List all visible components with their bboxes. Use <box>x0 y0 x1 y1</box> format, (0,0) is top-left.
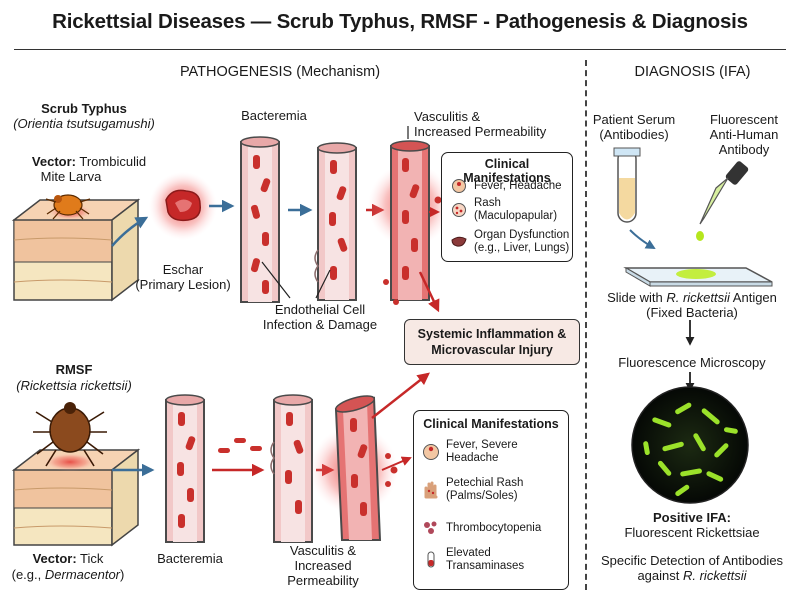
rmsf-manifest-fever-sub: Headache <box>446 452 499 464</box>
scrub-manifest-organ-sub: (e.g., Liver, Lungs) <box>474 242 570 254</box>
serum-label-line2: (Antibodies) <box>599 127 669 142</box>
rmsf-vessel-bacteremia <box>165 394 205 543</box>
slide-label-suffix: Antigen <box>729 290 777 305</box>
eschar-sublabel: (Primary Lesion) <box>135 277 231 292</box>
slide-label: Slide with R. rickettsii Antigen <box>592 290 792 305</box>
microscopy-label: Fluorescence Microscopy <box>618 355 766 370</box>
slide-label-organism: R. rickettsii <box>666 290 730 305</box>
specific-detection-line2: against R. rickettsii <box>590 568 794 583</box>
scrub-vector-label: Vector: <box>31 154 76 169</box>
platelets-icon <box>422 519 440 537</box>
rmsf-vector: Vector: Tick <box>6 551 130 566</box>
eschar-label: Eschar <box>162 262 204 277</box>
serum-label-line1: Patient Serum <box>592 112 676 127</box>
head-icon <box>450 177 468 195</box>
rmsf-vector-value: Tick <box>80 551 104 566</box>
dropper-icon <box>696 161 749 241</box>
scrub-manifest-fever-text: Fever, Headache <box>474 179 562 192</box>
slide-label-prefix: Slide with <box>607 290 667 305</box>
endothelial-label-line1: Endothelial Cell <box>274 302 366 317</box>
rmsf-manifest-transaminases-text: Elevated <box>446 547 491 559</box>
scrub-vasculitis-line1: Vasculitis & <box>414 109 481 124</box>
scrub-vasculitis-line2: Increased Permeability <box>414 124 547 139</box>
scrub-manifest-rash-sub: (Maculopapular) <box>474 210 558 222</box>
scrub-manifestations-heading: Clinical Manifestations <box>463 157 551 185</box>
scrub-vector-line1: Trombiculid <box>79 154 147 169</box>
rmsf-bacteremia-label: Bacteremia <box>157 551 223 566</box>
scrub-manifest-organ-text: Organ Dysfunction <box>474 229 570 241</box>
positive-ifa-value: Fluorescent Rickettsiae <box>624 525 760 540</box>
fluorescence-field-icon <box>631 386 749 504</box>
scrub-vessel-endothelial <box>314 142 357 301</box>
rmsf-manifest-fever-text: Fever, Severe <box>446 439 518 451</box>
rash-icon <box>450 201 468 219</box>
rmsf-vector-label: Vector: <box>32 551 77 566</box>
rmsf-manifest-thrombo: Thrombocytopenia <box>422 519 541 537</box>
mite-icon <box>45 194 91 220</box>
fluor-label-line3: Antibody <box>718 142 770 157</box>
diagnosis-heading: DIAGNOSIS (IFA) <box>634 64 751 80</box>
specific-detection-organism: R. rickettsii <box>682 568 747 583</box>
rmsf-manifestations-heading: Clinical Manifestations <box>423 417 559 431</box>
scrub-manifestations-box: Clinical Manifestations Fever, Headache … <box>441 152 573 262</box>
rmsf-vasculitis-line2: Increased <box>294 558 352 573</box>
scrub-vector: Vector: Trombiculid <box>14 154 164 169</box>
scrub-manifest-rash-text: Rash <box>474 197 501 209</box>
scrub-typhus-name: Scrub Typhus <box>41 101 127 116</box>
scrub-manifest-fever: Fever, Headache <box>450 177 562 195</box>
rmsf-name: RMSF <box>55 362 93 377</box>
rmsf-vasculitis-line1: Vasculitis & <box>289 543 357 558</box>
scrub-typhus-organism: (Orientia tsutsugamushi) <box>13 116 155 131</box>
rmsf-vector-example-genus: Dermacentor <box>44 567 121 582</box>
rmsf-manifest-rash-sub: (Palms/Soles) <box>446 490 518 502</box>
systemic-line2: Microvascular Injury <box>431 343 553 357</box>
rmsf-manifest-rash: Petechial Rash(Palms/Soles) <box>422 477 523 503</box>
scrub-manifest-rash: Rash(Maculopapular) <box>450 197 557 223</box>
test-tube-icon <box>422 551 440 569</box>
liver-icon <box>450 233 468 251</box>
rmsf-vessel-endothelial <box>270 394 313 543</box>
slide-label-line2: (Fixed Bacteria) <box>646 305 738 320</box>
rmsf-manifest-thrombo-text: Thrombocytopenia <box>446 521 542 534</box>
rmsf-vector-example-suffix: ) <box>120 567 125 582</box>
fluor-label-line2: Anti-Human <box>709 127 779 142</box>
page-title: Rickettsial Diseases — Scrub Typhus, RMS… <box>52 10 748 33</box>
rickettsiae-icon <box>218 438 262 453</box>
rmsf-manifest-transaminases-sub: Transaminases <box>446 560 525 572</box>
systemic-inflammation-box: Systemic Inflammation & Microvascular Inj… <box>404 319 580 365</box>
rmsf-organism: (Rickettsia rickettsii) <box>16 378 132 393</box>
specific-detection-line1: Specific Detection of Antibodies <box>600 553 784 568</box>
skin-block-rmsf <box>11 448 141 547</box>
scrub-vector-line2: Mite Larva <box>40 169 102 184</box>
rmsf-vessel-vasculitis <box>310 395 398 541</box>
tick-icon <box>33 402 107 467</box>
rmsf-vector-example-prefix: (e.g., <box>11 567 45 582</box>
endothelial-label-line2: Infection & Damage <box>262 317 378 332</box>
pathogenesis-heading: PATHOGENESIS (Mechanism) <box>179 64 381 80</box>
title-divider <box>14 49 786 50</box>
systemic-line1: Systemic Inflammation & <box>417 327 567 341</box>
microscope-slide-icon <box>623 267 773 287</box>
head-icon <box>422 443 440 461</box>
rmsf-vasculitis-line3: Permeability <box>287 573 359 588</box>
scrub-vessel-vasculitis <box>368 140 452 305</box>
specific-detection-prefix: against <box>637 568 683 583</box>
positive-ifa-label: Positive IFA: <box>652 510 732 525</box>
scrub-manifest-organ: Organ Dysfunction(e.g., Liver, Lungs) <box>450 229 569 255</box>
scrub-bacteremia-label: Bacteremia <box>241 108 307 123</box>
fluor-label-line1: Fluorescent <box>710 112 778 127</box>
eschar-icon <box>149 172 217 240</box>
hand-rash-icon <box>422 481 440 499</box>
rmsf-vector-example: (e.g., Dermacentor) <box>0 567 136 582</box>
section-divider <box>585 60 587 590</box>
rmsf-manifest-rash-text: Petechial Rash <box>446 477 524 489</box>
serum-tube-icon <box>613 147 641 223</box>
